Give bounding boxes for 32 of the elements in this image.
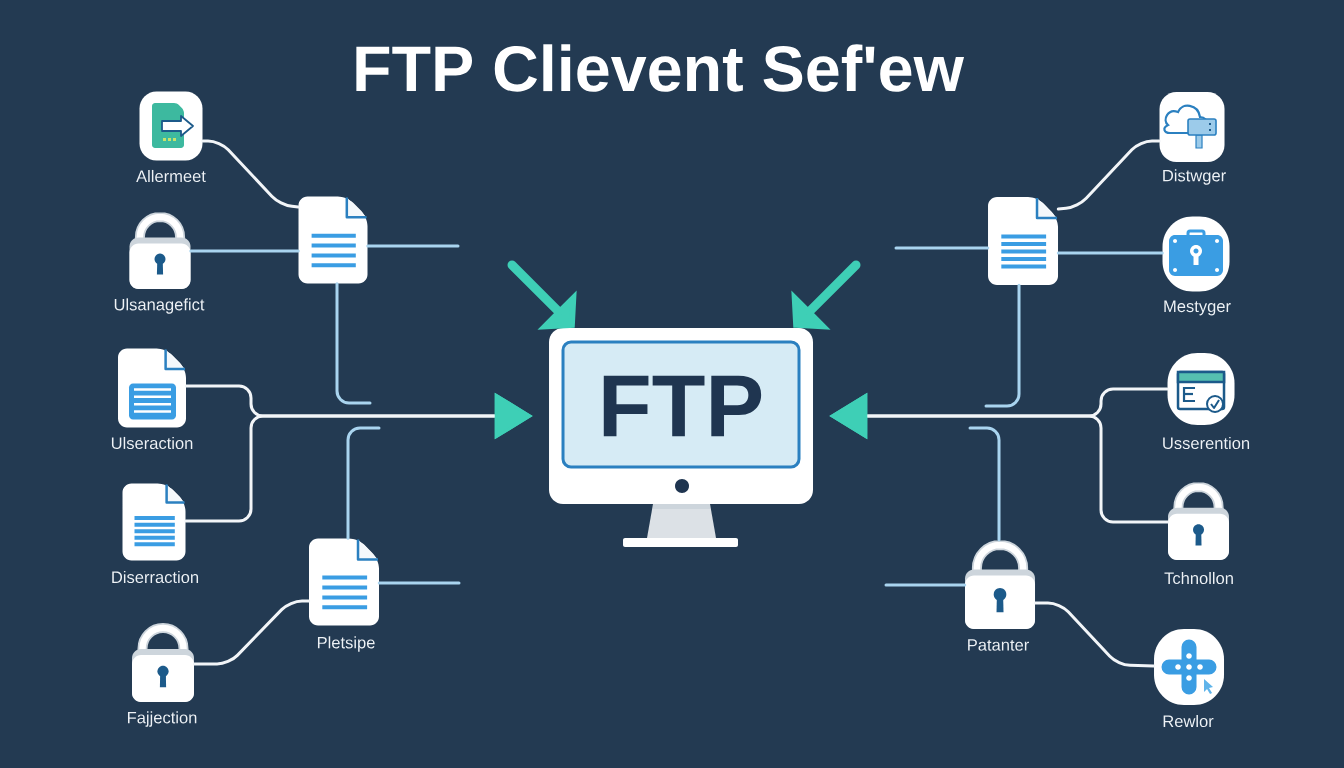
title: FTP Clievent Sef'ew [356,44,965,92]
node-label: Allermeet [136,169,206,183]
connector-line [984,283,1021,408]
connector-line [377,581,461,585]
connector-line [346,426,381,540]
connector-line [201,139,300,209]
arrow [791,260,861,330]
connector-line [335,282,372,405]
node-label: Rewlor [1163,714,1214,728]
node-label: Mestyger [1164,300,1231,316]
connector-line [894,246,990,250]
connector-line [1056,139,1161,211]
node-label: Ulsanagefict [114,298,205,314]
node-label: Pletsipe [317,636,375,652]
connector-line [189,249,300,253]
connector-line [968,426,1001,542]
node-label: Diserraction [112,570,199,584]
node-label: Patanter [968,639,1029,651]
node-label: Ulseraction [111,436,193,450]
connector-line [884,583,967,587]
node-label: Tchnollon [1164,571,1233,585]
monitor: FTP [549,328,813,547]
connector-line [366,244,460,248]
node-label: Usserention [1163,436,1250,450]
connector-line [1056,251,1164,255]
document-icon [988,197,1058,285]
connector-line [1033,601,1156,668]
document-icon [298,196,368,284]
arrow [507,260,577,330]
node-label: Fajjection [128,711,197,727]
connector-line [192,599,311,666]
node-label: Distwger [1163,169,1226,185]
